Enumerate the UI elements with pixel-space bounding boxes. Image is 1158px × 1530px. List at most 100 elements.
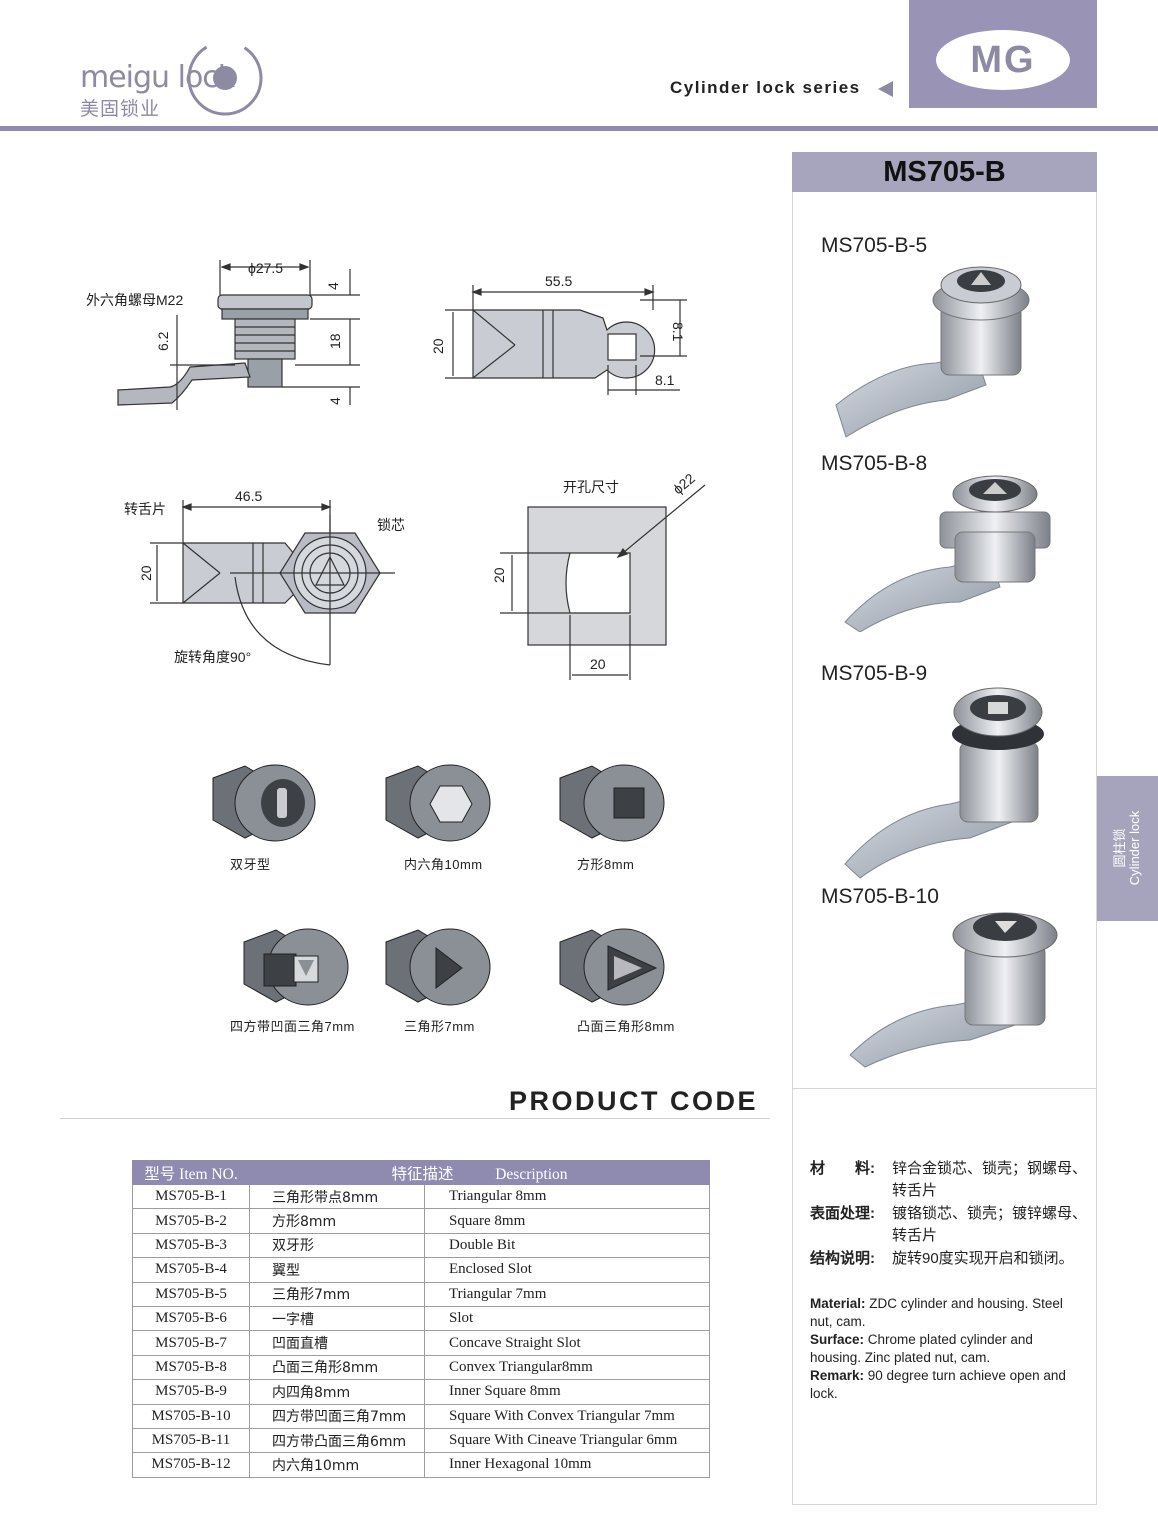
dim-right: 8.1 — [670, 322, 686, 342]
side-tab[interactable]: 圆柱锁 Cylinder lock — [1097, 776, 1158, 921]
col-item-header: 型号 Item NO. — [132, 1160, 250, 1185]
table-header-row: 型号 Item NO. 特征描述 Description — [132, 1160, 710, 1185]
desc-en: Inner Hexagonal 10mm — [424, 1452, 710, 1478]
key-label: 三角形7mm — [404, 1019, 475, 1034]
double-bit-key-icon — [212, 764, 316, 842]
spec-label: Material: — [810, 1296, 866, 1311]
dim-top: 4 — [325, 282, 341, 290]
key-label: 方形8mm — [577, 857, 635, 872]
dim-height: 20 — [491, 567, 507, 583]
square-key-icon — [559, 764, 665, 842]
spec-value: 锌合金锁芯、锁壳；钢螺母、转舌片 — [892, 1160, 1088, 1199]
item-no: MS705-B-10 — [132, 1403, 250, 1429]
spec-surface-cn: 表面处理: 镀铬锁芯、锁壳；镀锌螺母、转舌片 — [810, 1203, 1100, 1249]
lock-photo-icon — [844, 687, 1044, 879]
brand-mark-text: MG — [970, 39, 1036, 81]
model-title: MS705-B — [792, 152, 1097, 192]
cam-view-drawing: 55.5 20 8.1 8.1 — [430, 273, 687, 395]
product-code-title: PRODUCT CODE — [509, 1086, 759, 1116]
spec-label: 表面处理: — [810, 1205, 875, 1222]
triangle-left-icon — [878, 81, 893, 97]
variant-label: MS705-B-5 — [821, 234, 928, 257]
desc-cn: 内四角8mm — [249, 1379, 425, 1405]
desc-en: Inner Square 8mm — [424, 1379, 710, 1405]
spec-material-cn: 材 料: 锌合金锁芯、锁壳；钢螺母、转舌片 — [810, 1158, 1100, 1204]
cutout-view-drawing: ϕ22 20 20 — [491, 470, 706, 680]
hex-key-icon — [385, 764, 491, 842]
desc-en: Triangular 8mm — [424, 1183, 710, 1210]
dim-width: 20 — [590, 656, 606, 672]
panel-divider — [792, 1088, 1097, 1089]
desc-cn: 凹面直槽 — [249, 1330, 425, 1356]
key-label: 四方带凹面三角7mm — [230, 1019, 355, 1034]
spec-value: ZDC cylinder and housing. Steel nut, cam… — [810, 1296, 1063, 1329]
convex-triangle-key-icon — [559, 928, 665, 1006]
col-desc-en: Description — [495, 1165, 568, 1183]
dim-diameter: ϕ22 — [670, 470, 698, 497]
variant-label: MS705-B-9 — [821, 662, 928, 685]
side-tab-cn: 圆柱锁 — [1112, 828, 1127, 868]
dim-left: 6.2 — [155, 331, 171, 351]
col-desc-cn: 特征描述 — [391, 1165, 454, 1183]
spec-label: 材 料: — [810, 1160, 875, 1177]
item-no: MS705-B-6 — [132, 1305, 250, 1332]
lock-photo-icon — [844, 475, 1051, 632]
nut-label: 外六角螺母M22 — [86, 292, 184, 308]
desc-en: Square With Convex Triangular 7mm — [424, 1403, 710, 1429]
side-tab-en: Cylinder lock — [1127, 810, 1142, 886]
side-view-drawing: ϕ27.5 4 18 4 6.2 — [117, 260, 360, 410]
dim-mid: 18 — [327, 333, 343, 349]
spec-label: Surface: — [810, 1332, 865, 1347]
desc-en: Concave Straight Slot — [424, 1330, 710, 1356]
lock-photo-icon — [849, 912, 1058, 1068]
key-label: 凸面三角形8mm — [577, 1019, 675, 1034]
item-no: MS705-B-12 — [132, 1452, 250, 1478]
logo-mark-icon — [187, 40, 263, 116]
desc-en: Enclosed Slot — [424, 1257, 710, 1283]
series-title: Cylinder lock series — [670, 78, 861, 97]
dim-height: 20 — [430, 338, 446, 354]
desc-cn: 三角形7mm — [249, 1281, 425, 1307]
dim-length: 55.5 — [545, 273, 572, 289]
product-code-rule — [60, 1118, 770, 1119]
desc-cn: 翼型 — [249, 1257, 425, 1283]
desc-cn: 四方带凸面三角6mm — [249, 1427, 425, 1454]
desc-cn: 四方带凹面三角7mm — [249, 1403, 425, 1429]
item-no: MS705-B-3 — [132, 1232, 250, 1259]
header-rule — [0, 126, 1158, 131]
front-view-drawing: 46.5 20 — [138, 488, 395, 666]
dim-height: 20 — [138, 565, 154, 581]
spec-label: Remark: — [810, 1368, 865, 1383]
spec-value: Chrome plated cylinder and housing. Zinc… — [810, 1332, 1033, 1365]
desc-en: Convex Triangular8mm — [424, 1354, 710, 1381]
desc-cn: 方形8mm — [249, 1208, 425, 1234]
cutout-title: 开孔尺寸 — [563, 479, 619, 495]
item-no: MS705-B-8 — [132, 1354, 250, 1381]
desc-cn: 三角形带点8mm — [249, 1183, 425, 1210]
logo-text: meigu lock — [80, 60, 235, 95]
dim-bottom: 4 — [327, 397, 343, 405]
spec-value: 旋转90度实现开启和锁闭。 — [892, 1250, 1074, 1267]
item-no: MS705-B-4 — [132, 1257, 250, 1283]
dim-diameter: ϕ27.5 — [248, 260, 283, 276]
lock-photo-icon — [835, 266, 1030, 438]
item-no: MS705-B-11 — [132, 1427, 250, 1454]
item-no: MS705-B-7 — [132, 1330, 250, 1356]
spec-value: 镀铬锁芯、锁壳；镀锌螺母、转舌片 — [892, 1205, 1088, 1244]
square-concave-triangle-key-icon — [243, 928, 349, 1006]
item-no: MS705-B-9 — [132, 1379, 250, 1405]
spec-en: Material: ZDC cylinder and housing. Stee… — [810, 1295, 1080, 1403]
desc-cn: 一字槽 — [249, 1305, 425, 1332]
variant-label: MS705-B-8 — [821, 452, 928, 475]
desc-en: Square With Cineave Triangular 6mm — [424, 1427, 710, 1454]
